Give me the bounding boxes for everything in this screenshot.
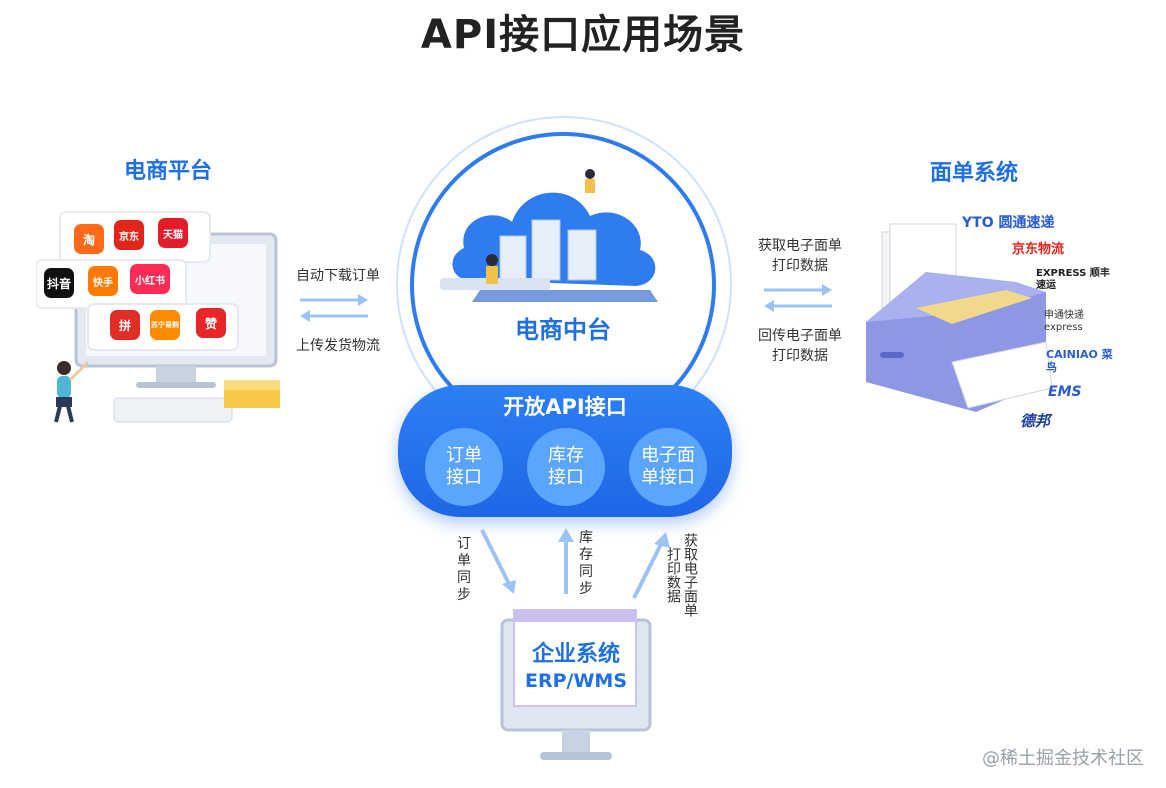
waybill-api-circle: 电子面 单接口 — [629, 428, 707, 506]
return-waybill-print-label: 回传电子面单 打印数据 — [758, 328, 842, 364]
sf-express-logo: EXPRESS 顺丰速运 — [1036, 268, 1110, 291]
get-waybill-data-label: 获取电子面单打印数据 — [665, 533, 698, 617]
left-bidirectional-arrow-icon — [300, 294, 368, 322]
jd-app-icon: 京东 — [114, 220, 144, 250]
sto-express-logo: 申通快递 express — [1044, 310, 1084, 333]
watermark: @稀土掘金技术社区 — [982, 748, 1144, 769]
deppon-logo: 德邦 — [1020, 412, 1051, 430]
hub-label: 电商中台 — [515, 316, 611, 344]
suning-app-icon: 苏宁易购 — [150, 310, 180, 340]
inventory-sync-label: 库存同步 — [579, 530, 593, 597]
ecommerce-platform-title: 电商平台 — [124, 159, 213, 184]
cainiao-logo: CAINIAO 菜鸟 — [1046, 348, 1113, 374]
ems-logo: EMS — [1048, 384, 1082, 400]
thumbs-up-app-icon: 赞 — [196, 308, 226, 338]
erp-monitor-illustration — [500, 609, 652, 760]
taobao-app-icon: 淘 — [74, 224, 104, 254]
waybill-system-title: 面单系统 — [930, 161, 1019, 186]
erp-subtitle: ERP/WMS — [524, 670, 628, 692]
upload-shipping-label: 上传发货物流 — [296, 338, 380, 354]
get-waybill-arrow-icon — [632, 532, 670, 599]
inventory-sync-arrow-icon — [558, 528, 574, 594]
order-sync-arrow-icon — [480, 529, 516, 594]
inventory-api-circle: 库存 接口 — [527, 428, 605, 506]
kuaishou-app-icon: 快手 — [88, 266, 118, 296]
get-waybill-print-label: 获取电子面单 打印数据 — [758, 238, 842, 274]
douyin-app-icon: 抖音 — [44, 268, 74, 298]
xiaohongshu-app-icon: 小红书 — [130, 264, 170, 294]
cloud-server-illustration — [440, 169, 658, 302]
open-api-title: 开放API接口 — [503, 395, 627, 419]
order-api-circle: 订单 接口 — [425, 428, 503, 506]
erp-title: 企业系统 — [531, 642, 620, 667]
auto-download-orders-label: 自动下载订单 — [296, 268, 380, 284]
order-sync-label: 订单同步 — [457, 536, 471, 603]
pinduoduo-app-icon: 拼 — [110, 310, 140, 340]
tmall-app-icon: 天猫 — [158, 218, 188, 248]
right-bidirectional-arrow-icon — [764, 284, 832, 312]
yto-logo: YTO 圆通速递 — [962, 215, 1055, 231]
page-title: API接口应用场景 — [420, 12, 746, 58]
jd-logistics-logo: 京东物流 — [1012, 242, 1065, 257]
printer-illustration — [866, 223, 1053, 412]
